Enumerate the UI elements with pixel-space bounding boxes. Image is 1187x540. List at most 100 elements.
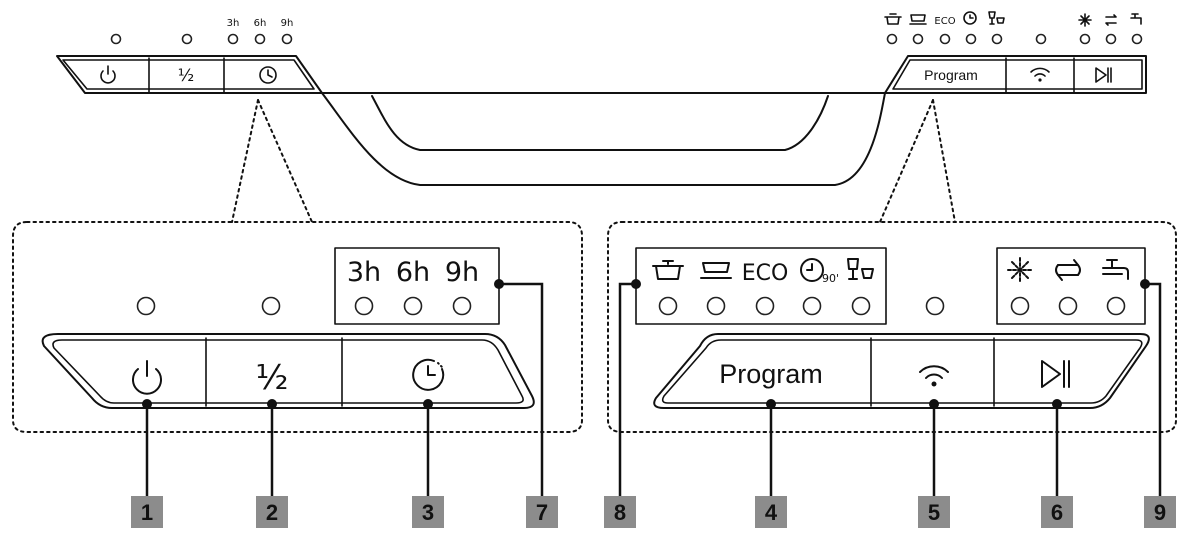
start-pause-button[interactable] (1041, 360, 1070, 388)
callout-box-3 (412, 496, 444, 528)
callout-9: 9 (1154, 500, 1166, 525)
callout-box-8 (604, 496, 636, 528)
right-zoom-frame (607, 221, 1177, 433)
half-load-led (261, 296, 281, 316)
top-delay-icon[interactable] (259, 66, 277, 84)
top-power-led (110, 33, 122, 45)
half-load-label: ½ (256, 358, 289, 398)
left-zoom-panel: 3h 6h 9h ½ (12, 221, 583, 433)
callout-dot-3 (423, 399, 433, 409)
callouts: 1 2 3 7 8 4 5 6 (131, 279, 1176, 528)
top-glass-led (991, 33, 1003, 45)
zoom-guide-left-a (231, 99, 259, 223)
right-zoom-panel: ECO 90' Pr (607, 221, 1177, 433)
top-glass-icon (988, 11, 1005, 25)
top-salt-led (1105, 33, 1117, 45)
top-delay-9h: 9h (281, 18, 294, 29)
eco-led (755, 296, 775, 316)
power-icon (132, 360, 162, 395)
callout-5: 5 (928, 500, 940, 525)
callout-6: 6 (1051, 500, 1063, 525)
salt-refill-icon (1055, 259, 1081, 281)
callout-3: 3 (422, 500, 434, 525)
callout-dot-5 (929, 399, 939, 409)
callout-dot-9 (1140, 279, 1150, 289)
top-right-button-strip-inner (892, 59, 1143, 90)
top-left-button-strip-inner (62, 59, 315, 90)
callout-7: 7 (536, 500, 548, 525)
top-water-led (1131, 33, 1143, 45)
intensive-pot-icon (652, 260, 684, 280)
right-button-strip (653, 333, 1150, 409)
top-6h-led (254, 33, 266, 45)
delay-button[interactable] (412, 358, 445, 391)
top-right-button-strip (884, 55, 1147, 94)
right-button-strip-inner (661, 339, 1143, 404)
quick-90-icon: 90' (800, 258, 839, 285)
callout-dot-8 (631, 279, 641, 289)
top-9h-led (281, 33, 293, 45)
top-power-icon[interactable] (100, 65, 116, 84)
power-led (136, 296, 156, 316)
water-led (1106, 296, 1126, 316)
top-program-label[interactable]: Program (924, 67, 978, 83)
top-delay-6h: 6h (254, 18, 267, 29)
callout-box-2 (256, 496, 288, 528)
quick-90-label: 90' (822, 272, 839, 285)
half-load-button[interactable]: ½ (256, 358, 289, 398)
left-zoom-frame (12, 221, 583, 433)
top-quick-icon (963, 11, 977, 25)
program-button[interactable]: Program (719, 359, 823, 389)
left-button-strip-inner (52, 339, 524, 404)
quick-led (802, 296, 822, 316)
normal-plate-icon (700, 262, 732, 279)
callout-box-1 (131, 496, 163, 528)
top-sparkle-icon (1078, 13, 1092, 27)
top-start-pause-icon[interactable] (1095, 67, 1112, 83)
rinse-aid-led (1010, 296, 1030, 316)
zoom-delay-6h: 6h (396, 257, 430, 288)
top-half-label[interactable]: ½ (178, 66, 194, 86)
delay-3h-led (354, 296, 374, 316)
wifi-led (925, 296, 945, 316)
callout-box-5 (918, 496, 950, 528)
top-eco-led (939, 33, 951, 45)
top-3h-led (227, 33, 239, 45)
top-pot-led (886, 33, 898, 45)
glass-led (851, 296, 871, 316)
glass-icon (847, 258, 874, 280)
rinse-aid-icon (1007, 257, 1033, 283)
top-wifi-led (1035, 33, 1047, 45)
callout-dot-4 (766, 399, 776, 409)
top-panel: ½ 3h 6h 9h Program (56, 11, 1147, 186)
top-wifi-icon[interactable] (1030, 67, 1050, 82)
zoom-guide-right-a (879, 99, 934, 223)
top-rinse-led (1079, 33, 1091, 45)
wifi-button[interactable] (919, 365, 949, 387)
top-eco-label: ECO (934, 16, 955, 27)
callout-4: 4 (765, 500, 778, 525)
handle-inner (371, 95, 829, 151)
callout-dot-6 (1052, 399, 1062, 409)
callout-8: 8 (614, 500, 626, 525)
zoom-guide-right-b (932, 99, 956, 223)
salt-led (1058, 296, 1078, 316)
top-cycle-icon (1105, 14, 1117, 26)
callout-box-9 (1144, 496, 1176, 528)
zoom-delay-3h: 3h (347, 257, 381, 288)
normal-led (706, 296, 726, 316)
callout-dot-1 (142, 399, 152, 409)
top-tap-icon (1130, 13, 1142, 25)
callout-2: 2 (266, 500, 278, 525)
top-plate-led (912, 33, 924, 45)
callout-dot-2 (267, 399, 277, 409)
top-delay-3h: 3h (227, 18, 240, 29)
top-pot-icon (884, 13, 902, 25)
power-button[interactable] (132, 360, 162, 395)
callout-box-7 (526, 496, 558, 528)
handle-outer (321, 92, 886, 186)
start-pause-icon (1041, 360, 1070, 388)
top-quick-led (965, 33, 977, 45)
intensive-led (658, 296, 678, 316)
